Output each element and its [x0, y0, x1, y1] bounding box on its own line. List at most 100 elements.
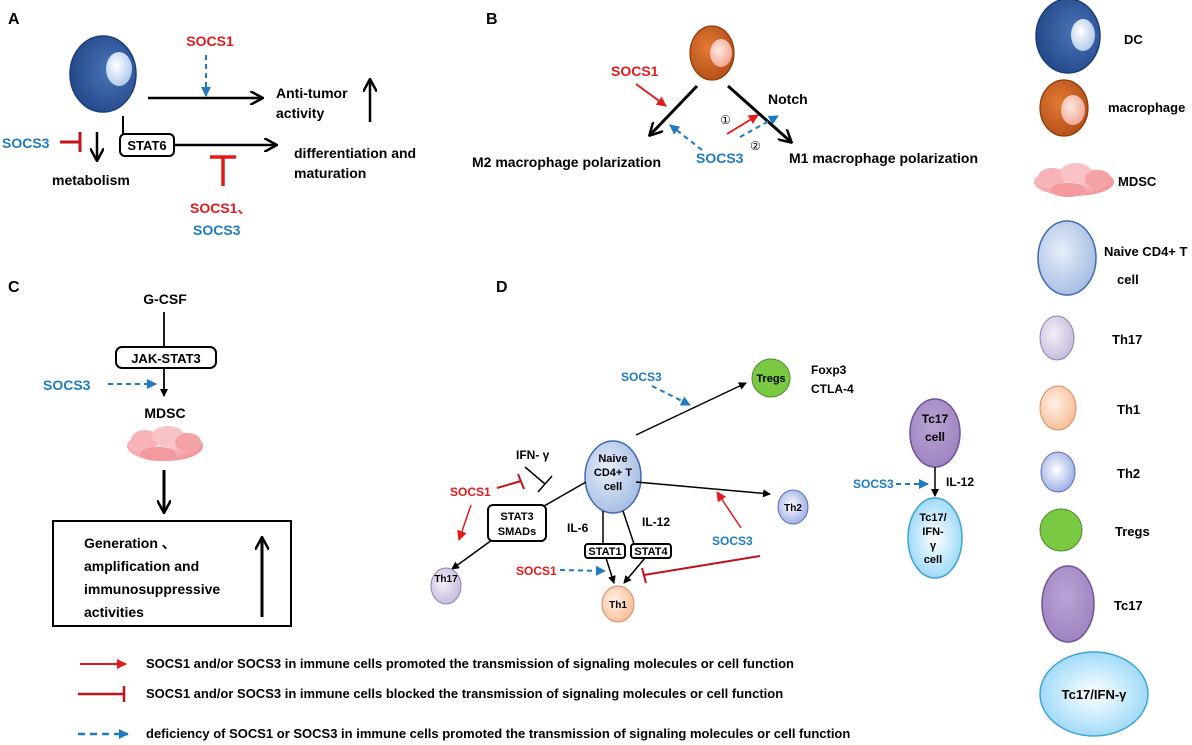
macrophage-cell-icon [689, 25, 735, 81]
differentiation-label-line2: maturation [294, 165, 366, 181]
legend-mdsc-icon [1034, 163, 1114, 197]
socs1-th1-dashed-arrow [559, 565, 606, 576]
notch-red-arrow [726, 114, 759, 135]
arrow-key: SOCS1 and/or SOCS3 in immune cells promo… [78, 656, 850, 741]
tc17-ifn-cell [907, 497, 963, 579]
socs1-inhibit-bar [517, 473, 525, 490]
il6-label: IL-6 [567, 521, 589, 535]
legend-th17: Th17 [1039, 315, 1142, 361]
key-deficiency-label: deficiency of SOCS1 or SOCS3 in immune c… [146, 726, 850, 741]
legend-th1-icon [1039, 385, 1077, 431]
key-promoted-label: SOCS1 and/or SOCS3 in immune cells promo… [146, 656, 794, 671]
legend-th17-label: Th17 [1112, 332, 1142, 347]
legend-th2-icon [1040, 451, 1076, 493]
m2-polarization-label: M2 macrophage polarization [472, 154, 661, 170]
socs3-right-label: SOCS3 [712, 534, 753, 548]
stat4-label: STAT4 [634, 546, 668, 558]
circle-1-label: ① [720, 113, 731, 127]
notch-blue-dashed-arrow [739, 115, 779, 138]
naive-to-th2-arrow [635, 481, 771, 498]
il12-label: IL-12 [642, 515, 670, 529]
generation-label-line3: immunosuppressive [84, 581, 220, 597]
socs3-tregs-dashed-arrow [651, 385, 691, 406]
legend-dc: DC [1035, 0, 1143, 74]
panel-c: C G-CSF JAK-STAT3 SOCS3 MDSC Generation … [8, 279, 292, 627]
jak-stat3-label: JAK-STAT3 [131, 351, 201, 366]
key-blocked-label: SOCS1 and/or SOCS3 in immune cells block… [146, 686, 783, 701]
socs3-bottom-label: SOCS3 [193, 222, 241, 238]
tregs-cell [751, 358, 791, 398]
socs3-m2-dashed-arrow [669, 124, 703, 151]
socs3-label-b: SOCS3 [696, 150, 744, 166]
legend-tregs-label: Tregs [1115, 524, 1150, 539]
legend-naive: Naive CD4+ T cell [1037, 220, 1188, 296]
th1-label: Th1 [609, 600, 627, 611]
naive-label-line3: cell [604, 481, 622, 493]
socs3-label-c: SOCS3 [43, 377, 91, 393]
stat3-label: STAT3 [500, 511, 533, 523]
generation-label-line1: Generation 、 [84, 535, 176, 551]
naive-label-line1: Naive [598, 453, 627, 465]
socs1-label: SOCS1 [186, 33, 234, 49]
anti-tumor-label-line1: Anti-tumor [276, 85, 348, 101]
mdsc-label-c: MDSC [144, 405, 185, 421]
smads-label: SMADs [498, 526, 537, 538]
stat3-smads-box [487, 504, 547, 542]
legend-naive-icon [1037, 220, 1097, 296]
tcifn-label-line3: γ [930, 540, 937, 552]
il12-tc-label: IL-12 [946, 475, 974, 489]
th2-label: Th2 [784, 503, 802, 514]
metabolism-label: metabolism [52, 172, 130, 188]
legend-tregs-icon [1039, 508, 1083, 552]
m1-polarization-label: M1 macrophage polarization [789, 150, 978, 166]
panel-b: B SOCS1 Notch ① ② SOCS3 M2 macrophage po… [472, 11, 978, 170]
socs1-th17-arrow [457, 504, 472, 541]
legend-tregs: Tregs [1039, 508, 1150, 552]
naive-cd4-cell [584, 440, 642, 514]
stat6-label: STAT6 [127, 138, 166, 153]
stat4-box [630, 543, 672, 559]
socs1-left-label: SOCS1 [450, 485, 491, 499]
generation-label-line4: activities [84, 604, 144, 620]
naive-to-tregs-arrow [635, 382, 747, 436]
socs1-label-b: SOCS1 [611, 63, 659, 79]
legend-naive-label-line1: Naive CD4+ T [1104, 244, 1188, 259]
legend-th2: Th2 [1040, 451, 1140, 493]
th1-cell [601, 585, 635, 623]
panel-d: D SOCS3 Tregs Foxp3 CTLA-4 Naive CD4+ T … [430, 279, 974, 623]
m2-arrow [650, 84, 699, 135]
tc17-label-line2: cell [925, 430, 945, 444]
panel-a: A SOCS1 Anti-tumor activity SOCS3 STAT6 … [2, 11, 416, 238]
circle-2-label: ② [750, 139, 761, 153]
generation-box [52, 520, 292, 627]
tcifn-label-line4: cell [924, 554, 942, 566]
tc17-label-line1: Tc17 [922, 412, 949, 426]
socs1-bottom-label-d: SOCS1 [516, 564, 557, 578]
anti-tumor-label-line2: activity [276, 105, 324, 121]
legend-dc-label: DC [1124, 32, 1143, 47]
gcsf-label: G-CSF [143, 291, 187, 307]
legend-dc-icon [1035, 0, 1101, 74]
stat1-to-th1-arrow [605, 557, 616, 584]
legend-th1-label: Th1 [1117, 402, 1140, 417]
ifn-inhibit-bar [537, 475, 553, 493]
legend-tc17ifn-label: Tc17/IFN-γ [1062, 687, 1128, 702]
il12-line [622, 510, 635, 545]
tregs-label: Tregs [756, 373, 785, 385]
socs3-tregs-label: SOCS3 [621, 370, 662, 384]
panel-a-letter: A [8, 11, 20, 28]
stat1-box [584, 543, 626, 559]
socs1-bottom-label: SOCS1、 [190, 200, 251, 216]
generation-label-line2: amplification and [84, 558, 199, 574]
panel-d-letter: D [496, 279, 508, 296]
socs3-th2-red-arrow [716, 491, 742, 529]
socs3-th1-inhibit-bar [641, 567, 647, 584]
foxp3-label: Foxp3 [811, 363, 847, 377]
stat3-to-th17-arrow [451, 539, 493, 570]
stat6-box [119, 133, 175, 157]
socs1-promote-arrow [635, 83, 667, 107]
legend-th1: Th1 [1039, 385, 1140, 431]
naive-label-line2: CD4+ T [594, 467, 632, 479]
socs3-tc-label: SOCS3 [853, 477, 894, 491]
